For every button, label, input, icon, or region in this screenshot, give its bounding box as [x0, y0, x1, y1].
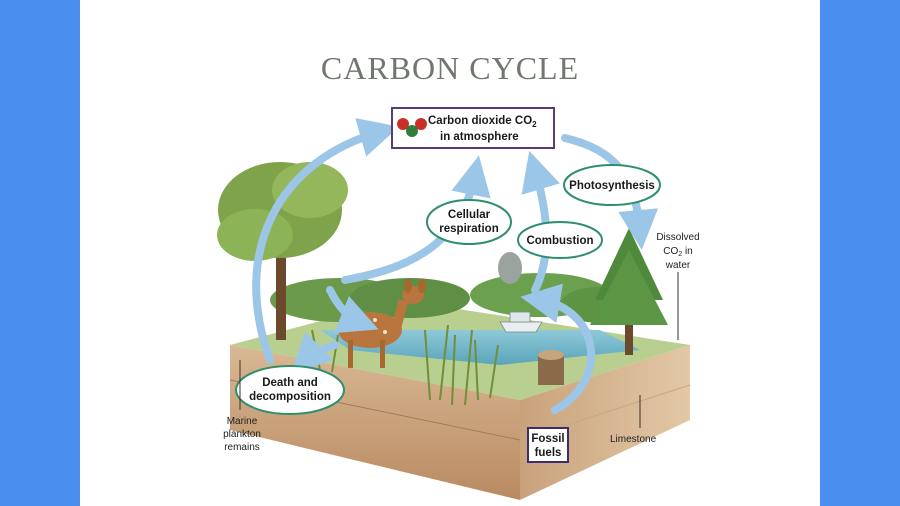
svg-text:in atmosphere: in atmosphere	[440, 131, 519, 143]
arrow-deer-to-decomposition	[290, 331, 339, 375]
svg-text:water: water	[665, 260, 691, 271]
combustion-label: Combustion	[517, 221, 603, 259]
photosynthesis-label: Photosynthesis	[563, 164, 661, 206]
svg-text:Dissolved: Dissolved	[656, 232, 699, 243]
plankton-label: Marine plankton remains	[223, 360, 261, 453]
svg-text:Cellular: Cellular	[448, 209, 491, 221]
svg-text:Carbon dioxide CO2: Carbon dioxide CO2	[428, 115, 537, 129]
svg-text:Fossil: Fossil	[531, 433, 564, 445]
svg-text:Combustion: Combustion	[526, 235, 593, 247]
arrow-tree-to-deer	[326, 286, 379, 334]
deciduous-tree	[217, 162, 348, 340]
svg-text:plankton: plankton	[223, 429, 261, 440]
death-decomposition-label: Death and decomposition	[235, 365, 345, 415]
carbon-cycle-diagram: Carbon dioxide CO2 in atmosphere Photosy…	[217, 107, 700, 500]
cellular-respiration-label: Cellular respiration	[426, 199, 512, 245]
svg-text:Marine: Marine	[227, 416, 258, 427]
svg-text:Limestone: Limestone	[610, 434, 657, 445]
svg-text:decomposition: decomposition	[249, 391, 331, 403]
svg-text:fuels: fuels	[535, 447, 562, 459]
slide-title: CARBON CYCLE	[320, 50, 580, 86]
dissolved-co2-label: Dissolved CO2 in water	[656, 232, 700, 340]
arrow-decomposition-to-atmosphere	[252, 118, 400, 364]
svg-text:respiration: respiration	[439, 223, 498, 235]
fossil-fuels-label: Fossil fuels	[527, 427, 569, 463]
svg-text:Death and: Death and	[262, 377, 318, 389]
arrow-fossil-fuels	[520, 283, 596, 414]
smoke	[498, 252, 522, 284]
atmosphere-label: Carbon dioxide CO2 in atmosphere	[391, 107, 555, 149]
svg-text:CO2 in: CO2 in	[663, 246, 692, 258]
svg-text:Photosynthesis: Photosynthesis	[569, 180, 655, 192]
limestone-label: Limestone	[610, 395, 657, 445]
svg-text:remains: remains	[224, 442, 260, 453]
tree-stump	[538, 350, 564, 385]
slide: CARBON CYCLE	[80, 0, 820, 506]
pine-tree	[590, 228, 668, 355]
carbon-molecule-icon	[397, 118, 409, 130]
